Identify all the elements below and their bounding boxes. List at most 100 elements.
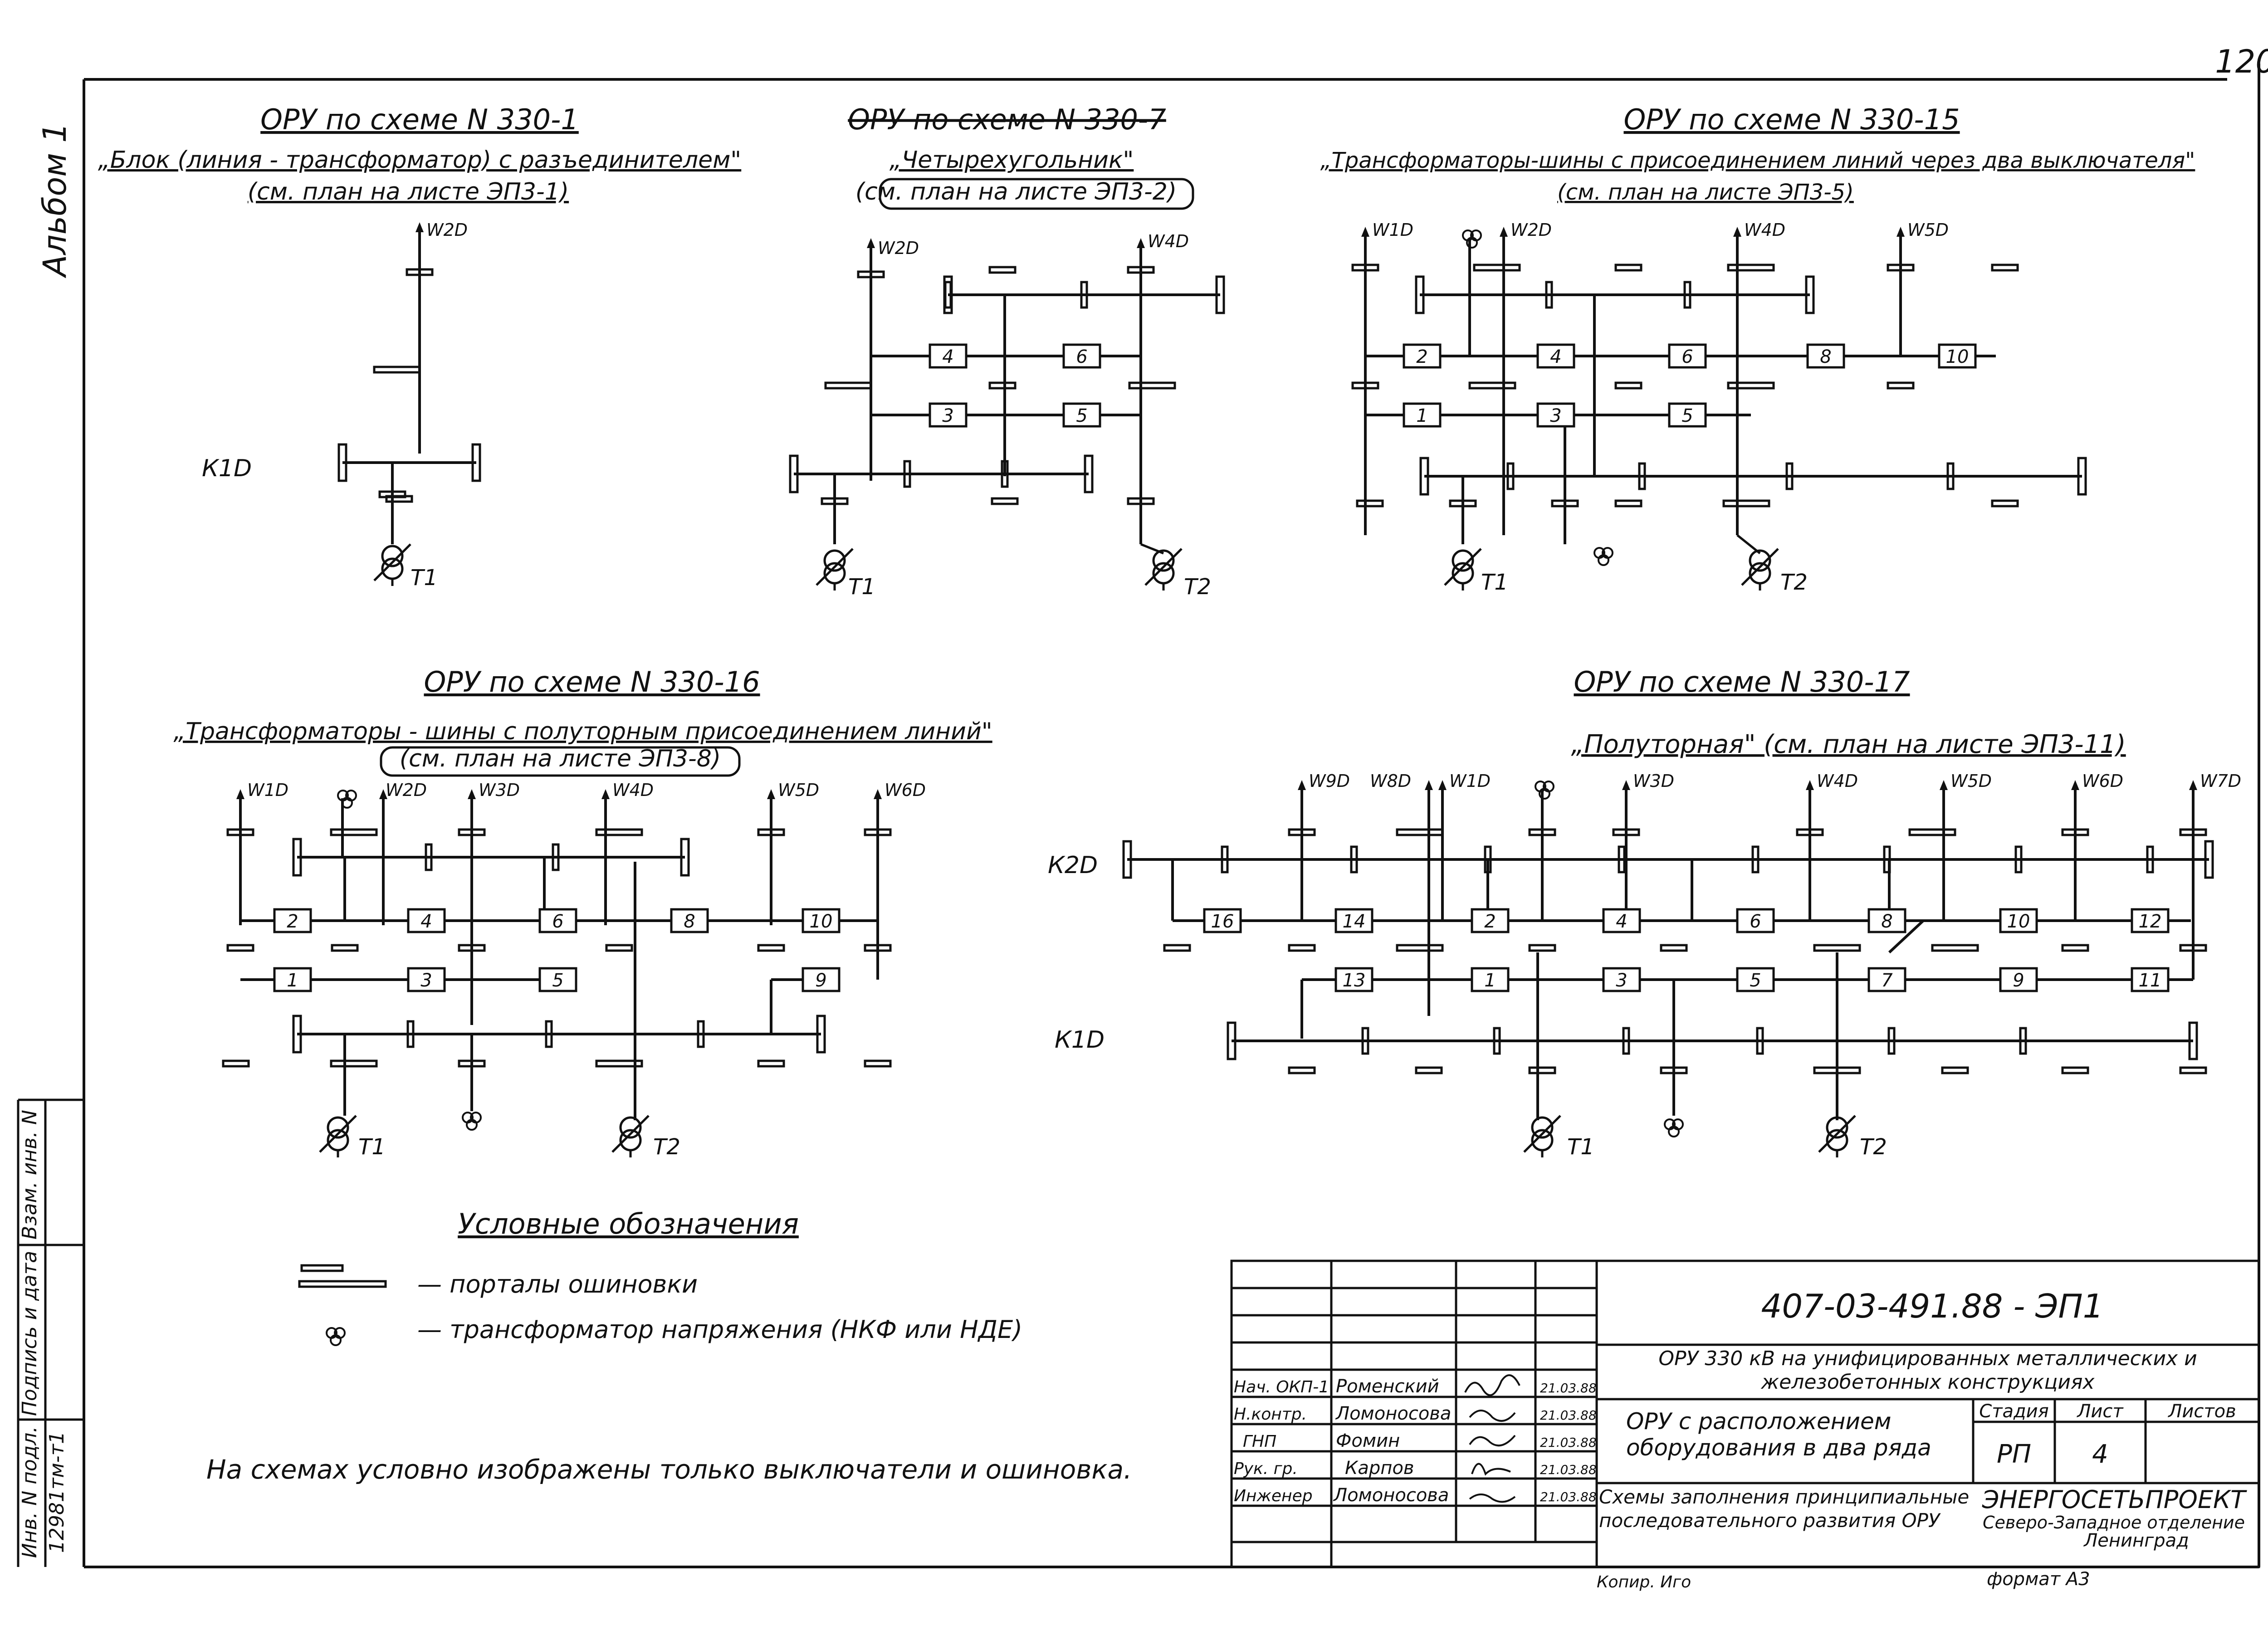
svg-text:21.03.88: 21.03.88 — [1540, 1462, 1597, 1477]
svg-text:21.03.88: 21.03.88 — [1540, 1489, 1597, 1504]
diagram-330-15: ОРУ по схеме N 330-15 „Трансформаторы-ши… — [1320, 103, 2195, 595]
stage-label: Стадия — [1979, 1401, 2048, 1422]
org-branch: Северо-Западное отделение — [1983, 1513, 2245, 1533]
svg-text:10: 10 — [1946, 347, 1969, 367]
svg-text:Карпов: Карпов — [1345, 1458, 1414, 1479]
project-title: ОРУ 330 кВ на унифицированных металличес… — [1658, 1347, 2197, 1394]
line-label: W1D — [1372, 220, 1413, 240]
line-label: W1D — [1449, 771, 1491, 791]
svg-text:5: 5 — [1076, 405, 1087, 426]
breaker: 2 — [273, 908, 312, 933]
svg-text:3: 3 — [1616, 970, 1627, 991]
portal-symbol — [298, 1264, 387, 1288]
line-label: W4D — [1744, 220, 1785, 240]
inv-number: 12981тм-т1 — [45, 1431, 68, 1553]
svg-text:6: 6 — [1750, 911, 1761, 932]
transformer-label: Т2 — [1780, 570, 1808, 595]
sheet-frame — [83, 63, 2260, 1568]
signatory-row: Н.контр. Ломоносова 21.03.88 — [1234, 1403, 1597, 1424]
line-label: W3D — [479, 780, 520, 800]
line-label: W5D — [1950, 771, 1992, 791]
transformer-label: Т2 — [1860, 1134, 1887, 1160]
breaker: 5 — [1736, 967, 1775, 992]
breaker: 4 — [1536, 343, 1575, 369]
svg-text:8: 8 — [1820, 347, 1831, 367]
svg-text:Рук. гр.: Рук. гр. — [1234, 1459, 1298, 1478]
breaker: 1 — [1403, 402, 1442, 428]
signatory-row: ГНП Фомин 21.03.88 — [1243, 1430, 1597, 1451]
line-label: W2D — [1510, 220, 1552, 240]
transformer-label: Т1 — [358, 1134, 386, 1160]
line-label: W5D — [1907, 220, 1949, 240]
breaker: 5 — [538, 967, 577, 992]
legend: Условные обозначения — порталы ошиновки … — [298, 1207, 1022, 1346]
breaker: 9 — [802, 967, 841, 992]
svg-text:6: 6 — [1681, 347, 1693, 367]
svg-text:Ломоносова: Ломоносова — [1333, 1485, 1449, 1506]
svg-text:Нач. ОКП-1: Нач. ОКП-1 — [1234, 1378, 1329, 1396]
inv-orig-label: Инв. N подл. — [18, 1426, 41, 1558]
svg-text:2: 2 — [1416, 347, 1427, 367]
svg-text:21.03.88: 21.03.88 — [1540, 1435, 1597, 1450]
svg-text:Фомин: Фомин — [1336, 1430, 1400, 1451]
breaker: 7 — [1867, 967, 1906, 992]
svg-text:4: 4 — [1616, 911, 1627, 932]
line-label: W2D — [426, 220, 468, 240]
svg-text:5: 5 — [1750, 970, 1761, 991]
sheets-label: Листов — [2167, 1401, 2236, 1422]
format-label: формат А3 — [1987, 1569, 2090, 1590]
sheet-label: Лист — [2076, 1401, 2124, 1422]
line-label: W7D — [2200, 771, 2241, 791]
org-name: ЭНЕРГОСЕТЬПРОЕКТ — [1982, 1485, 2248, 1514]
document-code: 407-03-491.88 - ЭП1 — [1761, 1287, 2104, 1325]
signature-date-label: Подпись и дата — [18, 1251, 41, 1416]
diagram-330-17: ОРУ по схеме N 330-17 „Полуторная" (см. … — [1048, 665, 2241, 1160]
breaker: 6 — [1668, 343, 1707, 369]
breaker: 3 — [407, 967, 446, 992]
svg-text:2: 2 — [1484, 911, 1496, 932]
diagram-title: ОРУ по схеме N 330-7 — [848, 103, 1166, 136]
diagram-330-1: ОРУ по схеме N 330-1 „Блок (линия - тран… — [98, 103, 741, 591]
svg-text:10: 10 — [2007, 911, 2030, 932]
line-label: W4D — [612, 780, 654, 800]
signatory-row: Инженер Ломоносова 21.03.88 — [1234, 1485, 1597, 1506]
svg-text:Инженер: Инженер — [1234, 1487, 1313, 1505]
breaker: 5 — [1062, 402, 1101, 428]
bus-label: К1D — [1055, 1026, 1105, 1054]
stage-value: РП — [1997, 1440, 2031, 1469]
svg-text:2: 2 — [287, 911, 298, 932]
legend-portal-text: — порталы ошиновки — [417, 1270, 698, 1298]
breaker: 8 — [670, 908, 709, 933]
signatory-row: Рук. гр. Карпов 21.03.88 — [1234, 1458, 1597, 1479]
drawing-title: ОРУ с расположением оборудования в два р… — [1626, 1408, 1931, 1461]
plan-ref-box — [380, 746, 741, 777]
bus-label: К1D — [202, 455, 252, 482]
breaker: 5 — [1668, 402, 1707, 428]
svg-text:3: 3 — [1550, 405, 1561, 426]
svg-text:9: 9 — [815, 970, 826, 991]
diagram-330-7: ОРУ по схеме N 330-7 „Четырехугольник" (… — [790, 103, 1224, 600]
left-strip — [17, 1098, 84, 1567]
svg-text:7: 7 — [1881, 970, 1893, 991]
breaker: 13 — [1334, 967, 1374, 992]
svg-text:13: 13 — [1343, 970, 1366, 991]
diagram-plan-ref: (см. план на листе ЭП3-8) — [400, 745, 721, 772]
line-label: W4D — [1817, 771, 1858, 791]
line-label: W3D — [1633, 771, 1674, 791]
line-label: W2D — [386, 780, 427, 800]
breaker: 4 — [929, 343, 968, 369]
svg-text:21.03.88: 21.03.88 — [1540, 1381, 1597, 1396]
breaker: 10 — [1999, 908, 2038, 933]
transformer-label: Т2 — [1184, 574, 1211, 600]
breaker: 10 — [1938, 343, 1977, 369]
page-number: 120 — [2215, 43, 2268, 80]
breaker: 2 — [1403, 343, 1442, 369]
svg-text:11: 11 — [2139, 970, 2162, 991]
svg-text:Ломоносова: Ломоносова — [1335, 1403, 1451, 1424]
svg-text:21.03.88: 21.03.88 — [1540, 1408, 1597, 1423]
svg-text:Н.контр.: Н.контр. — [1234, 1405, 1307, 1424]
breaker: 1 — [1471, 967, 1510, 992]
org-city: Ленинград — [2083, 1530, 2189, 1551]
svg-text:4: 4 — [1550, 347, 1561, 367]
breaker: 3 — [929, 402, 968, 428]
